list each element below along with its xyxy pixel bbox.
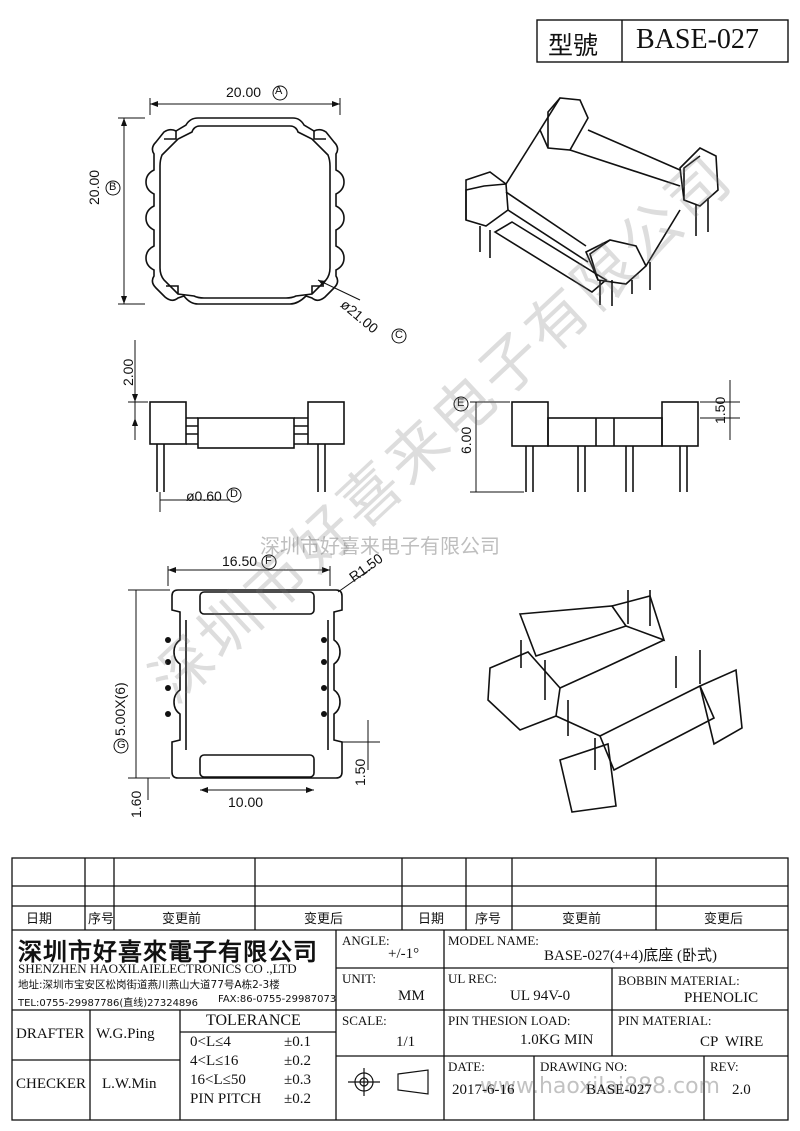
unit-label: UNIT:	[342, 971, 377, 986]
unit-value: MM	[398, 988, 425, 1004]
dim-tag-b: B	[109, 181, 117, 193]
drafter-label: DRAFTER	[16, 1026, 85, 1042]
pin-tension-value: 1.0KG MIN	[520, 1032, 594, 1048]
dim-top-height: 20.00	[86, 169, 102, 205]
checker-value: L.W.Min	[102, 1076, 157, 1092]
projection-symbol	[348, 1068, 429, 1096]
dim-tag-g: G	[117, 739, 126, 751]
date-label: DATE:	[448, 1059, 485, 1074]
tolerance-value-4: ±0.2	[284, 1091, 311, 1107]
ul-rec-label: UL REC:	[448, 971, 497, 986]
watermark-center: 深圳市好喜来电子有限公司	[260, 534, 500, 558]
tolerance-range-3: 16<L≤50	[190, 1072, 246, 1088]
tolerance-value-3: ±0.3	[284, 1072, 311, 1088]
tolerance-value-1: ±0.1	[284, 1034, 311, 1050]
dim-right-small: 1.50	[352, 758, 368, 786]
rev-header-date-2: 日期	[418, 911, 445, 926]
dim-tag-a: A	[275, 85, 283, 97]
dim-bottom-width: 16.50	[222, 553, 258, 569]
model-box-label: 型號	[548, 31, 599, 60]
company-address: 地址:深圳市宝安区松岗街道燕川燕山大道77号A栋2-3楼	[18, 979, 280, 991]
drawing-no-label: DRAWING NO:	[540, 1059, 628, 1074]
front-view	[511, 401, 699, 492]
dim-top-width: 20.00	[226, 84, 262, 100]
rev-header-after-2: 变更后	[704, 911, 744, 926]
dim-left-small: 1.60	[128, 790, 144, 818]
tolerance-value-2: ±0.2	[284, 1053, 311, 1069]
company-tel: TEL:0755-29987786(直线)27324896	[18, 998, 199, 1009]
bobbin-material-label: BOBBIN MATERIAL:	[618, 973, 740, 988]
dim-tag-c: C	[395, 329, 403, 341]
checker-label: CHECKER	[16, 1076, 87, 1092]
dim-pitch: 5.00X(6)	[112, 682, 128, 736]
ul-rec-value: UL 94V-0	[510, 988, 571, 1004]
rev-header-seq-1: 序号	[88, 911, 115, 926]
dim-tag-d: D	[230, 488, 238, 500]
dim-front-small: 1.50	[712, 396, 728, 424]
pin-tension-label: PIN THESION LOAD:	[448, 1013, 571, 1028]
drawing-no-value: BASE-027	[586, 1082, 652, 1098]
rev-header-after-1: 变更后	[304, 911, 344, 926]
iso-view-top	[465, 97, 719, 306]
pin-material-label: PIN MATERIAL:	[618, 1013, 712, 1028]
bottom-view	[171, 589, 343, 779]
pin-material-value: CP WIRE	[700, 1034, 764, 1050]
model-name-value: BASE-027(4+4)底座 (卧式)	[544, 948, 718, 964]
rev-label: REV:	[710, 1059, 739, 1074]
drafter-value: W.G.Ping	[96, 1026, 155, 1042]
dim-tag-f: F	[265, 555, 272, 567]
tolerance-label: TOLERANCE	[206, 1012, 301, 1029]
tolerance-range-2: 4<L≤16	[190, 1053, 239, 1069]
model-box-frame	[536, 19, 789, 63]
side-view	[149, 401, 345, 492]
rev-value: 2.0	[732, 1082, 751, 1098]
dim-tag-e: E	[457, 397, 465, 409]
angle-label: ANGLE:	[342, 933, 390, 948]
iso-view-bottom	[487, 590, 743, 813]
rev-header-date-1: 日期	[26, 911, 53, 926]
company-name-cn: 深圳市好喜來電子有限公司	[18, 940, 318, 966]
dim-pin-diameter: ø0.60	[186, 488, 222, 504]
company-name-en: SHENZHEN HAOXILAIELECTRONICS CO .,LTD	[18, 961, 297, 976]
scale-label: SCALE:	[342, 1013, 387, 1028]
angle-value: +/-1°	[388, 946, 420, 962]
rev-header-before-1: 变更前	[162, 911, 202, 926]
bobbin-material-value: PHENOLIC	[684, 990, 759, 1006]
tolerance-range-1: 0<L≤4	[190, 1034, 231, 1050]
model-box-value: BASE-027	[636, 24, 759, 55]
tolerance-range-4: PIN PITCH	[190, 1091, 262, 1107]
rev-header-before-2: 变更前	[562, 911, 602, 926]
dim-inner-width: 10.00	[228, 794, 264, 810]
rev-header-seq-2: 序号	[475, 911, 502, 926]
date-value: 2017-6-16	[452, 1082, 515, 1098]
dim-side-height: 2.00	[120, 358, 136, 386]
title-block-grid	[11, 857, 789, 1121]
top-view	[145, 117, 345, 305]
scale-value: 1/1	[396, 1034, 416, 1050]
watermark-url: www.haoxilai888.com	[480, 1074, 720, 1099]
company-fax: FAX:86-0755-29987073	[218, 994, 337, 1005]
model-name-label: MODEL NAME:	[448, 933, 539, 948]
